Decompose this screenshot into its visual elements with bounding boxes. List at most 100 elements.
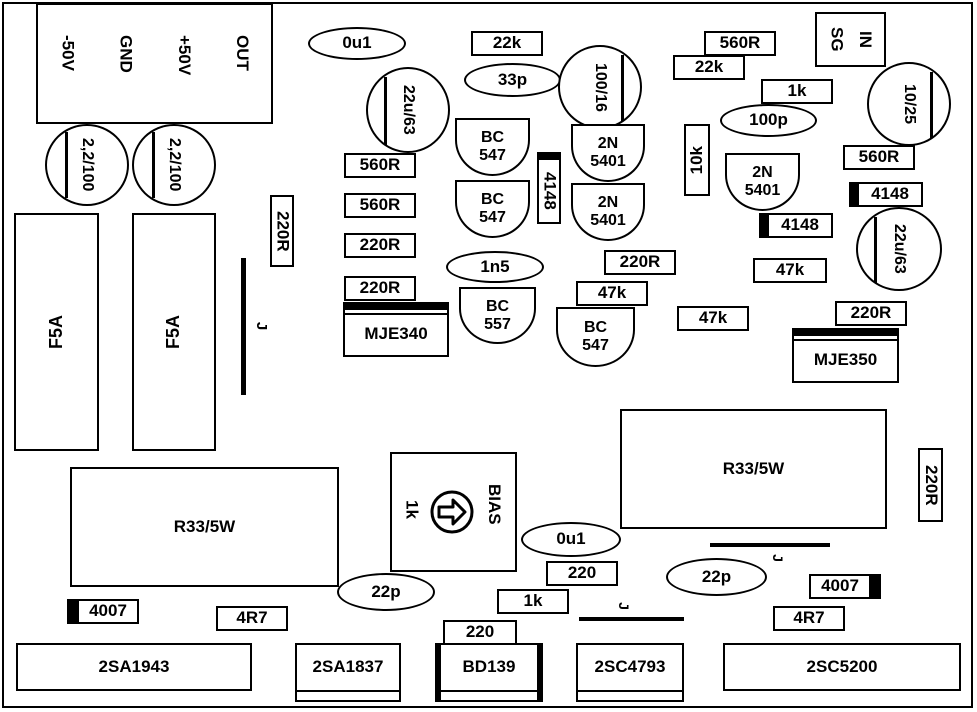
supply-capacitor-2: 2,2/100 <box>132 124 216 206</box>
resistor-220r-vertical-left: 220R <box>270 195 294 267</box>
adjust-arrow-icon[interactable] <box>429 489 475 535</box>
polarity-bar <box>152 132 155 198</box>
capacitor-33p: 33p <box>464 63 561 97</box>
fuse-label: F5A <box>45 314 66 349</box>
transistor-type: 2N <box>597 135 619 153</box>
jumper-wire-bottom-middle <box>579 617 684 621</box>
transistor-number: 5401 <box>590 212 626 229</box>
capacitor-label: 2,2/100 <box>78 138 96 192</box>
fuse-label: F5A <box>163 314 184 349</box>
bias-trimmer-pot: 1k BIAS <box>390 452 517 572</box>
capacitor-label: 100/16 <box>591 62 609 112</box>
transistor-number: 547 <box>479 147 506 164</box>
capacitor-label: 22u/63 <box>399 85 417 135</box>
fuse-holder-1: F5A <box>14 213 99 451</box>
diode-4148-b: 4148 <box>849 182 923 207</box>
resistor-1k-bottom: 1k <box>497 589 569 614</box>
transistor-2n5401-c: 2N 5401 <box>725 153 800 211</box>
resistor-560r-right: 560R <box>843 145 915 170</box>
capacitor-100p: 100p <box>720 104 817 137</box>
transistor-type: 2N <box>752 164 773 182</box>
resistor-220r-a: 220R <box>344 233 416 258</box>
resistor-560r-a: 560R <box>344 153 416 178</box>
terminal-pin-out: OUT <box>233 35 253 71</box>
fuse-holder-2: F5A <box>132 213 216 451</box>
input-pin-in: IN <box>856 31 876 48</box>
resistor-47k-a: 47k <box>576 281 648 306</box>
supply-capacitor-1: 2,2/100 <box>45 124 129 206</box>
capacitor-22p-right: 22p <box>666 558 767 596</box>
polarity-bar <box>874 217 877 283</box>
resistor-47k-b: 47k <box>677 306 749 331</box>
transistor-type: BC <box>583 319 608 337</box>
resistor-4r7-a: 4R7 <box>216 606 288 631</box>
transistor-number: 5401 <box>590 153 626 170</box>
resistor-label: 10k <box>686 145 706 175</box>
power-resistor-left: R33/5W <box>70 467 339 587</box>
diode-label: 4148 <box>540 172 560 210</box>
polarity-bar <box>621 55 624 121</box>
diode-4148-c: 4148 <box>759 213 833 238</box>
transistor-number: 547 <box>479 209 506 226</box>
resistor-22k-a: 22k <box>471 31 543 56</box>
transistor-label: 2SA1837 <box>312 657 384 677</box>
terminal-pin-minus50v: -50V <box>58 35 78 71</box>
heatsink-tab-line <box>578 690 682 692</box>
terminal-pin-plus50v: +50V <box>174 35 194 76</box>
output-transistor-bd139: BD139 <box>435 643 543 702</box>
resistor-220r-c: 220R <box>604 250 676 275</box>
resistor-10k-vertical: 10k <box>684 124 710 196</box>
capacitor-100-16: 100/16 <box>558 45 642 129</box>
input-pin-sg: SG <box>827 27 847 52</box>
bias-pot-value: 1k <box>402 500 422 519</box>
resistor-label: 220R <box>921 464 941 506</box>
resistor-22k-b: 22k <box>673 55 745 80</box>
resistor-560r-b: 560R <box>344 193 416 218</box>
transistor-type: BC <box>480 191 505 209</box>
power-terminal-block: -50V GND +50V OUT <box>36 3 273 124</box>
polarity-bar <box>65 132 68 198</box>
resistor-4r7-b: 4R7 <box>773 606 845 631</box>
capacitor-label: 22u/63 <box>890 224 908 274</box>
resistor-1k-top: 1k <box>761 79 833 104</box>
transistor-bc547-b: BC 547 <box>455 180 530 238</box>
heatsink-tab-line <box>297 690 399 692</box>
resistor-560r-top: 560R <box>704 31 776 56</box>
capacitor-22u63-right: 22u/63 <box>856 207 942 291</box>
transistor-2n5401-a: 2N 5401 <box>571 124 645 182</box>
mje340-tab-line <box>343 313 449 315</box>
diode-4148-vertical: 4148 <box>537 152 561 224</box>
capacitor-0u1-bottom: 0u1 <box>521 522 621 557</box>
transistor-bc547-a: BC 547 <box>455 118 530 176</box>
output-transistor-2sa1837: 2SA1837 <box>295 643 401 702</box>
transistor-number: 557 <box>484 315 511 333</box>
bias-pot-name: BIAS <box>485 484 504 525</box>
jumper-wire-left <box>241 258 246 395</box>
polarity-bar <box>384 77 387 145</box>
transistor-type: BC <box>485 297 510 315</box>
terminal-pin-gnd: GND <box>116 35 136 73</box>
capacitor-22p-left: 22p <box>337 573 435 611</box>
transistor-number: 5401 <box>744 182 781 199</box>
transistor-bc547-c: BC 547 <box>556 307 635 367</box>
transistor-label: MJE350 <box>813 350 878 370</box>
transistor-number: 547 <box>582 337 609 354</box>
transistor-label: BD139 <box>462 657 516 677</box>
capacitor-22u63-left: 22u/63 <box>366 67 450 153</box>
output-transistor-2sa1943: 2SA1943 <box>16 643 252 691</box>
heatsink-tab-line <box>441 690 537 692</box>
capacitor-label: 2,2/100 <box>165 138 183 192</box>
resistor-220r-right: 220R <box>835 301 907 326</box>
output-transistor-2sc5200: 2SC5200 <box>723 643 961 691</box>
transistor-label: 2SC4793 <box>594 657 666 677</box>
capacitor-10-25: 10/25 <box>867 62 951 146</box>
power-resistor-right: R33/5W <box>620 409 887 529</box>
transistor-2n5401-b: 2N 5401 <box>571 183 645 241</box>
driver-transistor-mje340: MJE340 <box>343 302 449 357</box>
mje350-tab-line <box>792 339 899 341</box>
polarity-bar <box>930 72 933 138</box>
transistor-label: MJE340 <box>364 324 428 344</box>
input-connector: SG IN <box>815 12 886 67</box>
transistor-type: 2N <box>597 194 619 212</box>
